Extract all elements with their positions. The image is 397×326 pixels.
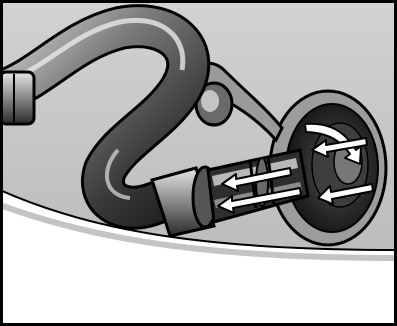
illustration-canvas [0,0,397,326]
drain-hose-illustration [0,0,397,326]
